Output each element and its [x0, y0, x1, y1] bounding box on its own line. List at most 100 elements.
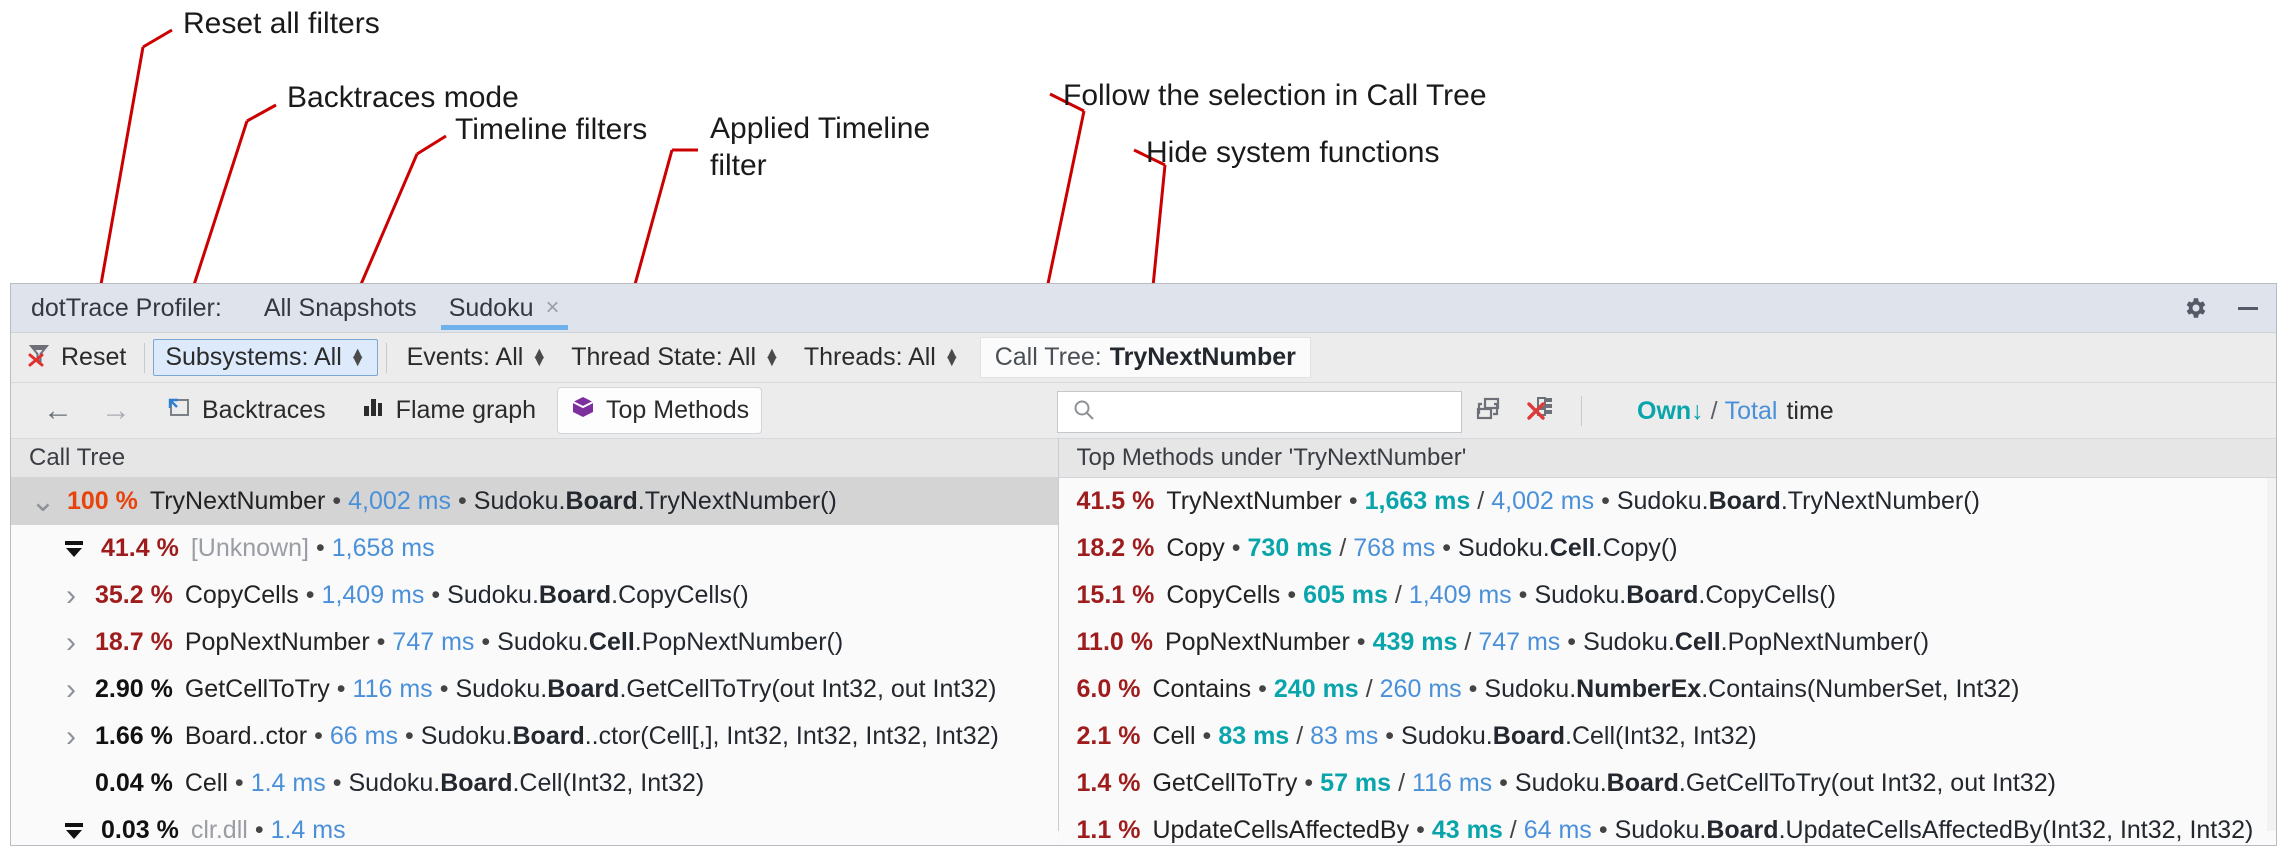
top-methods-pane: Top Methods under 'TryNextNumber' 41.5 %…	[1058, 438, 2276, 845]
time-separator: /	[1464, 628, 1472, 656]
method-name: CopyCells	[1166, 581, 1281, 609]
time-mode-own[interactable]: Own	[1637, 396, 1692, 425]
chevron-right-icon[interactable]: ›	[66, 578, 76, 612]
top-methods-row[interactable]: 41.5 %TryNextNumber•1,663 ms/4,002 ms•Su…	[1059, 478, 2276, 525]
chevron-right-icon[interactable]: ›	[66, 625, 76, 659]
call-tree-rows: ⌄100 %TryNextNumber•4,002 ms•Sudoku.Boar…	[11, 478, 1058, 845]
time-separator: /	[1365, 675, 1373, 703]
time-separator: /	[1398, 769, 1406, 797]
spinner-up-down-icon: ▲▼	[531, 344, 548, 370]
subtree-collapsed-icon[interactable]	[57, 820, 91, 842]
total-time: 1.4 ms	[270, 816, 346, 844]
chevron-right-icon[interactable]: ›	[66, 672, 76, 706]
minimize-icon[interactable]	[2234, 298, 2262, 318]
method-name: CopyCells	[184, 581, 299, 609]
view-toolbar-icons	[1473, 383, 1590, 439]
backtraces-icon	[166, 394, 192, 427]
call-tree-row[interactable]: ⌄100 %TryNextNumber•4,002 ms•Sudoku.Boar…	[11, 478, 1058, 525]
filter-events[interactable]: Events: All ▲▼	[395, 339, 560, 376]
row-percent: 11.0 %	[1076, 628, 1153, 656]
top-methods-row[interactable]: 2.1 %Cell•83 ms/83 ms•Sudoku.Board.Cell(…	[1059, 713, 2276, 760]
tab-all-snapshots[interactable]: All Snapshots	[248, 284, 433, 332]
separator-dot: •	[234, 769, 244, 797]
top-methods-row[interactable]: 15.1 %CopyCells•605 ms/1,409 ms•Sudoku.B…	[1059, 572, 2276, 619]
spinner-up-down-icon: ▲▼	[349, 344, 366, 370]
close-icon[interactable]: ×	[545, 294, 560, 321]
filter-clear-icon	[25, 340, 53, 375]
chevron-right-icon[interactable]: ›	[66, 719, 76, 753]
call-tree-row[interactable]: 0.04 %Cell•1.4 ms•Sudoku.Board.Cell(Int3…	[11, 760, 1058, 807]
row-percent: 1.4 %	[1076, 769, 1141, 797]
filter-threads[interactable]: Threads: All ▲▼	[792, 339, 972, 376]
method-signature: Sudoku.Board.Cell(Int32, Int32)	[348, 769, 705, 797]
time-mode-toggle[interactable]: Own ↓ / Total time	[1637, 383, 1834, 439]
time-mode-total[interactable]: Total	[1724, 396, 1778, 425]
row-percent: 1.1 %	[1076, 816, 1141, 844]
top-methods-row[interactable]: 1.1 %UpdateCellsAffectedBy•43 ms/64 ms•S…	[1059, 807, 2276, 845]
view-toolbar: ← → Backtraces	[11, 382, 2276, 438]
applied-timeline-filter[interactable]: Call Tree: TryNextNumber	[979, 337, 1311, 378]
method-signature: Sudoku.Board..ctor(Cell[,], Int32, Int32…	[420, 722, 999, 750]
row-percent: 41.5 %	[1076, 487, 1155, 515]
annotation-backtraces-mode: Backtraces mode	[287, 81, 519, 114]
view-button-top-methods[interactable]: Top Methods	[557, 387, 763, 434]
top-methods-row[interactable]: 18.2 %Copy•730 ms/768 ms•Sudoku.Cell.Cop…	[1059, 525, 2276, 572]
search-input[interactable]	[1106, 397, 1440, 427]
call-tree-row[interactable]: ›35.2 %CopyCells•1,409 ms•Sudoku.Board.C…	[11, 572, 1058, 619]
row-percent: 2.1 %	[1076, 722, 1141, 750]
method-signature: Sudoku.Board.CopyCells()	[447, 581, 749, 609]
filter-events-label: Events: All	[406, 343, 524, 371]
separator-dot: •	[1348, 487, 1358, 515]
row-percent: 2.90 %	[95, 675, 173, 703]
filter-subsystems[interactable]: Subsystems: All ▲▼	[153, 339, 378, 376]
time-separator: /	[1394, 581, 1402, 609]
separator-dot: •	[1567, 628, 1577, 656]
method-name: Cell	[1152, 722, 1196, 750]
separator-dot: •	[1598, 816, 1608, 844]
call-tree-row[interactable]: 0.03 %clr.dll•1.4 ms	[11, 807, 1058, 845]
total-time: 1,658 ms	[331, 534, 435, 562]
top-methods-row[interactable]: 1.4 %GetCellToTry•57 ms/116 ms•Sudoku.Bo…	[1059, 760, 2276, 807]
total-time: 1,409 ms	[1408, 581, 1512, 609]
hide-system-functions-icon[interactable]	[1525, 394, 1555, 429]
row-percent: 100 %	[67, 487, 138, 515]
annotation-follow-selection: Follow the selection in Call Tree	[1063, 79, 1487, 112]
call-tree-pane: Call Tree ⌄100 %TryNextNumber•4,002 ms•S…	[11, 438, 1059, 845]
arrow-left-icon[interactable]: ←	[43, 393, 73, 427]
call-tree-row[interactable]: 41.4 %[Unknown]•1,658 ms	[11, 525, 1058, 572]
tab-sudoku[interactable]: Sudoku ×	[433, 284, 576, 332]
call-tree-row[interactable]: ›18.7 %PopNextNumber•747 ms•Sudoku.Cell.…	[11, 619, 1058, 666]
time-separator: /	[1296, 722, 1304, 750]
own-time: 83 ms	[1218, 722, 1290, 750]
follow-selection-icon[interactable]	[1473, 394, 1503, 429]
method-signature: Sudoku.Board.TryNextNumber()	[473, 487, 837, 515]
separator-dot: •	[439, 675, 449, 703]
view-button-flame-graph-label: Flame graph	[395, 396, 537, 424]
vertical-scrollbar[interactable]	[2267, 478, 2276, 831]
view-button-backtraces[interactable]: Backtraces	[153, 387, 339, 434]
top-methods-icon	[570, 394, 596, 427]
row-percent: 0.03 %	[101, 816, 179, 844]
top-methods-row[interactable]: 11.0 %PopNextNumber•439 ms/747 ms•Sudoku…	[1059, 619, 2276, 666]
time-separator: /	[1509, 816, 1517, 844]
subtree-collapsed-icon[interactable]	[57, 538, 91, 560]
method-signature: Sudoku.Board.GetCellToTry(out Int32, out…	[455, 675, 997, 703]
search-box[interactable]	[1057, 391, 1462, 433]
reset-all-filters-button[interactable]: Reset	[25, 340, 136, 375]
row-percent: 6.0 %	[1076, 675, 1141, 703]
window-controls	[2182, 284, 2262, 332]
row-percent: 0.04 %	[95, 769, 173, 797]
total-time: 747 ms	[392, 628, 475, 656]
separator-dot: •	[1442, 534, 1452, 562]
top-methods-row[interactable]: 6.0 %Contains•240 ms/260 ms•Sudoku.Numbe…	[1059, 666, 2276, 713]
total-time: 4,002 ms	[348, 487, 451, 515]
separator-dot: •	[1601, 487, 1610, 515]
gear-icon[interactable]	[2182, 295, 2208, 321]
call-tree-row[interactable]: ›1.66 %Board..ctor•66 ms•Sudoku.Board..c…	[11, 713, 1058, 760]
call-tree-row[interactable]: ›2.90 %GetCellToTry•116 ms•Sudoku.Board.…	[11, 666, 1058, 713]
arrow-right-icon[interactable]: →	[101, 393, 131, 427]
filter-thread-state[interactable]: Thread State: All ▲▼	[559, 339, 792, 376]
method-name: Copy	[1166, 534, 1225, 562]
view-button-flame-graph[interactable]: Flame graph	[347, 387, 549, 434]
chevron-down-icon[interactable]: ⌄	[30, 484, 56, 518]
